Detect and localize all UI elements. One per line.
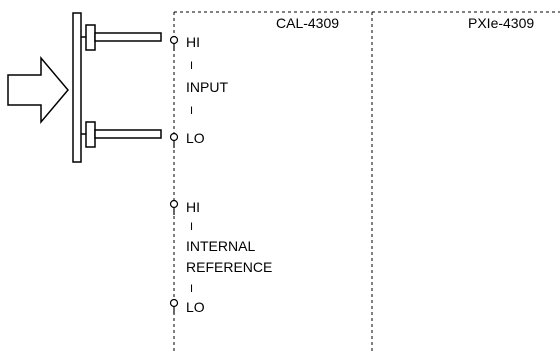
input-divider-bottom: I: [190, 105, 194, 117]
input-hi-pin: [81, 24, 162, 51]
reference-lo-label: LO: [186, 299, 205, 315]
cal-module-label: CAL-4309: [276, 15, 340, 31]
reference-hi-label: HI: [186, 199, 200, 215]
input-divider-top: I: [190, 60, 194, 72]
reference-label-line2: REFERENCE: [186, 259, 273, 275]
reference-divider-top: I: [190, 221, 194, 233]
insertion-arrow-icon: [7, 55, 69, 125]
input-hi-terminal: [169, 35, 179, 51]
module-outline: [173, 11, 560, 353]
input-lo-pin: [81, 121, 162, 148]
reference-lo-terminal: [169, 298, 179, 314]
input-hi-label: HI: [186, 34, 200, 50]
pxie-module-label: PXIe-4309: [468, 15, 535, 31]
reference-label-line1: INTERNAL: [186, 238, 256, 254]
connector-plate: [72, 12, 82, 163]
input-lo-label: LO: [186, 130, 205, 146]
reference-divider-bottom: I: [190, 283, 194, 295]
input-label: INPUT: [186, 79, 228, 95]
input-lo-terminal: [169, 132, 179, 148]
reference-hi-terminal: [169, 199, 179, 215]
